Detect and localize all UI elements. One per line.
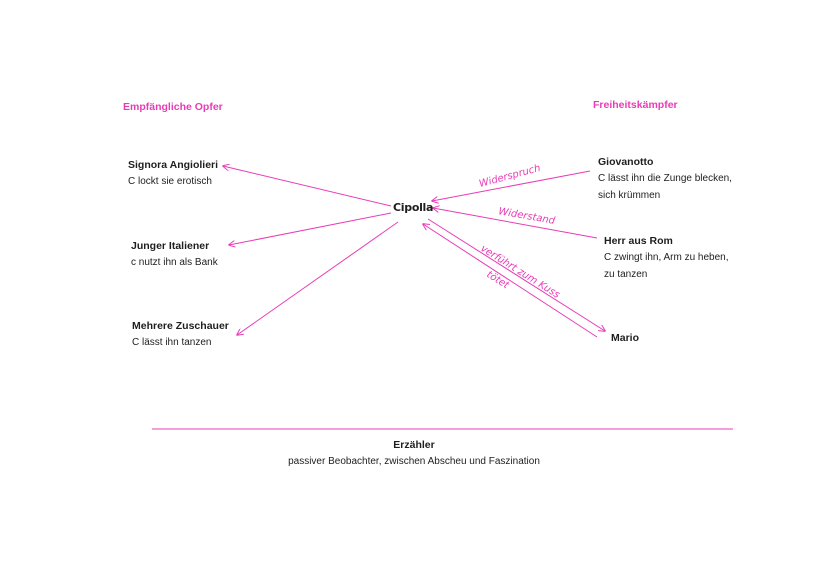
narrator-name: Erzähler (393, 439, 435, 451)
node-signora-angiolieri: Signora Angiolieri C lockt sie erotisch (128, 158, 218, 190)
arrow-to-junger-italiener (229, 212, 392, 245)
narrator-desc: passiver Beobachter, zwischen Abscheu un… (288, 456, 540, 467)
node-mario: Mario (611, 331, 639, 346)
node-name: Giovanotto (598, 156, 654, 168)
node-mehrere-zuschauer: Mehrere Zuschauer C lässt ihn tanzen (132, 319, 229, 351)
label-widerstand: Widerstand (497, 206, 556, 227)
arrow-from-herr-aus-rom (433, 208, 598, 239)
node-herr-aus-rom: Herr aus Rom C zwingt ihn, Arm zu heben,… (604, 234, 729, 283)
node-desc: zu tanzen (604, 269, 648, 280)
node-cipolla: Cipolla (393, 201, 434, 214)
node-name: Junger Italiener (131, 240, 210, 252)
heading-victims: Empfängliche Opfer (123, 101, 223, 113)
node-desc: C lockt sie erotisch (128, 176, 212, 187)
node-junger-italiener: Junger Italiener c nutzt ihn als Bank (131, 239, 218, 271)
node-name: Herr aus Rom (604, 235, 673, 247)
node-desc: c nutzt ihn als Bank (131, 257, 218, 268)
node-giovanotto: Giovanotto C lässt ihn die Zunge blecken… (598, 155, 732, 204)
node-name: Mehrere Zuschauer (132, 320, 229, 332)
node-desc: C lässt ihn tanzen (132, 337, 212, 348)
arrow-from-mario (423, 224, 598, 338)
arrow-to-zuschauer (237, 221, 399, 335)
heading-fighters: Freiheitskämpfer (593, 99, 678, 111)
node-desc: C zwingt ihn, Arm zu heben, (604, 252, 729, 263)
node-narrator: Erzähler passiver Beobachter, zwischen A… (0, 437, 828, 471)
arrow-from-giovanotto (432, 170, 591, 201)
node-name: Signora Angiolieri (128, 159, 219, 171)
node-name: Mario (611, 332, 640, 344)
arrow-to-mario (427, 218, 605, 331)
node-desc: sich krümmen (598, 190, 661, 201)
node-desc: C lässt ihn die Zunge blecken, (598, 173, 732, 184)
arrow-to-signora (223, 166, 392, 207)
